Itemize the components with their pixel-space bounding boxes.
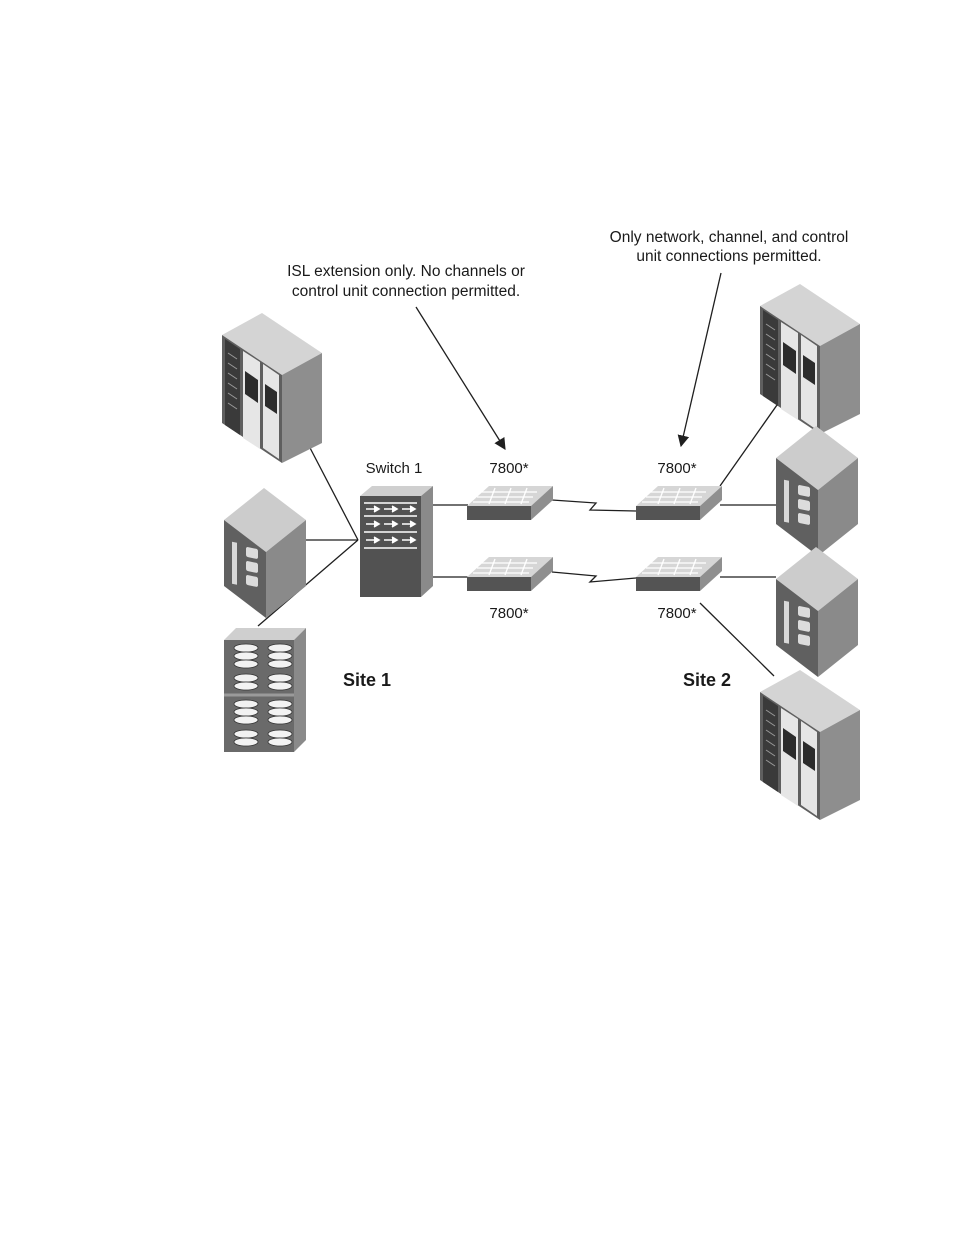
connection-lines <box>258 378 796 676</box>
site2-storage-bottom-icon <box>776 547 858 677</box>
site2-mainframe-top-icon <box>760 284 860 434</box>
annotation-arrow-site1 <box>416 307 505 449</box>
site2-extender-bottom-label: 7800* <box>657 605 696 622</box>
link-mainframe-switch <box>308 444 358 540</box>
site1-extender-top-icon <box>467 486 553 520</box>
site1-mainframe-icon <box>222 313 322 463</box>
site1-note-line2: control unit connection permitted. <box>292 283 520 300</box>
site2-extender-top-label: 7800* <box>657 460 696 477</box>
switch1-icon <box>360 486 433 597</box>
site1-label: Site 1 <box>343 670 391 690</box>
wan-link-bottom <box>552 572 636 582</box>
site1-disk-array-icon <box>224 628 306 752</box>
site1-note-line1: ISL extension only. No channels or <box>287 263 525 280</box>
site2-note-line1: Only network, channel, and control <box>610 229 849 246</box>
switch1-label: Switch 1 <box>366 460 423 477</box>
site2-note-line2: unit connections permitted. <box>636 248 821 265</box>
site2-storage-top-icon <box>776 426 858 556</box>
link-extender-mainframe-bottom <box>700 603 774 676</box>
site2-label: Site 2 <box>683 670 731 690</box>
wan-link-top <box>552 500 636 511</box>
site1-extender-top-label: 7800* <box>489 460 528 477</box>
site1-extender-bottom-label: 7800* <box>489 605 528 622</box>
site1-extender-bottom-icon <box>467 557 553 591</box>
site1-storage-icon <box>224 488 306 618</box>
site2-extender-top-icon <box>636 486 722 520</box>
site2-extender-bottom-icon <box>636 557 722 591</box>
annotation-arrow-site2 <box>681 273 721 446</box>
site2-mainframe-bottom-icon <box>760 670 860 820</box>
